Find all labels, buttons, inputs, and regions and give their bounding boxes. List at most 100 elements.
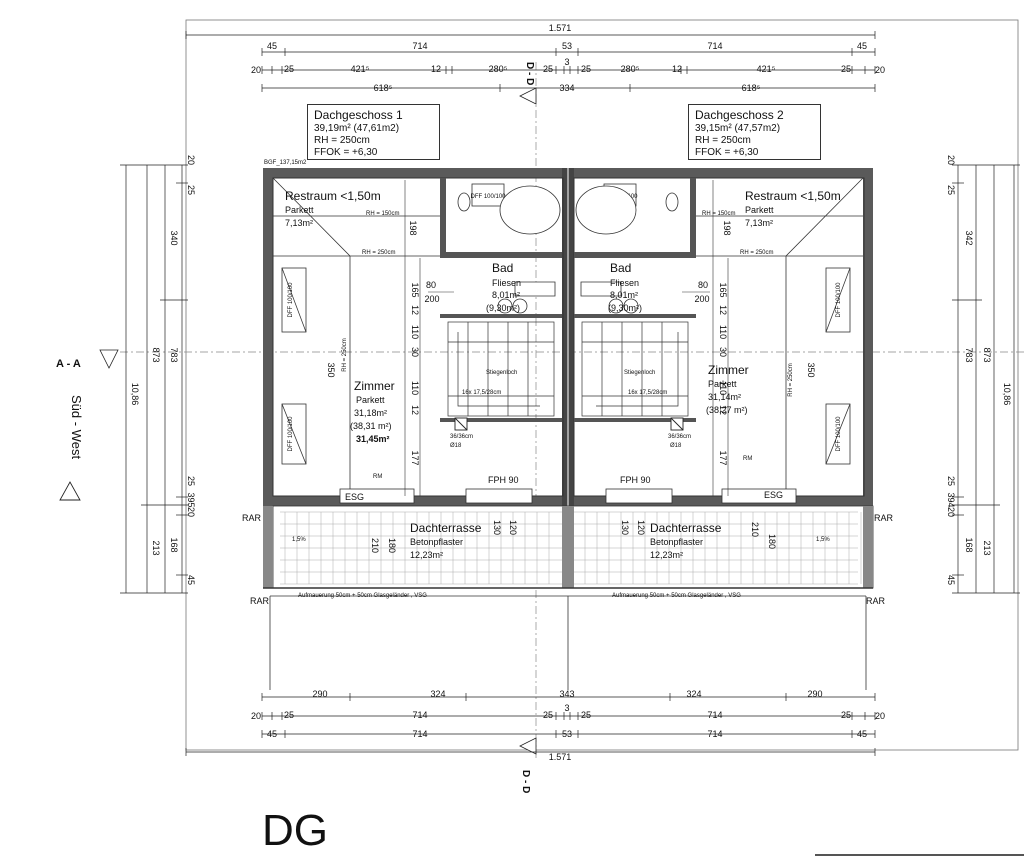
rh250-label: RH = 250cm bbox=[342, 338, 348, 372]
roof-window-label: DFF 100/100 bbox=[836, 416, 842, 452]
dim-text: 180 bbox=[387, 538, 397, 553]
dim-text: 198 bbox=[722, 220, 732, 235]
dim-text: 210 bbox=[750, 522, 760, 537]
section-label: D - D bbox=[520, 770, 531, 793]
dim-text: 45 bbox=[857, 41, 867, 51]
bad-name: Bad bbox=[610, 261, 631, 275]
bad-area-2: (9,30m²) bbox=[486, 303, 520, 313]
roof-window-label: DFF 100/100 bbox=[470, 194, 506, 200]
unit-title: Dachgeschoss 1 bbox=[314, 108, 403, 122]
dim-text: 290 bbox=[312, 689, 327, 699]
dimension-chain-right bbox=[952, 164, 1020, 594]
roof-window-label: DFF 100/100 bbox=[288, 282, 294, 318]
terrace-area: 12,23m² bbox=[410, 550, 443, 560]
zimmer-floor: Parkett bbox=[356, 395, 385, 405]
drawing-frame bbox=[185, 19, 1019, 751]
dim-top-row2: 45 714 53 714 45 bbox=[267, 41, 867, 51]
dim-top-row3: 20 25 421⁵ 12 280⁵ 25 3 25 280⁵ 12 421⁵ … bbox=[251, 57, 885, 75]
dim-bottom-total: 1.571 bbox=[549, 752, 572, 762]
esg-label: ESG bbox=[345, 492, 364, 502]
dim-text: 168 bbox=[169, 537, 179, 552]
terrace-name: Dachterrasse bbox=[650, 521, 722, 535]
dim-text: 110 bbox=[718, 381, 728, 395]
restraum-name: Restraum <1,50m bbox=[745, 189, 841, 203]
rh250-label: RH = 250cm bbox=[788, 363, 794, 397]
stair-spec-label: 16x 17,5/28cm bbox=[628, 390, 667, 396]
dim-text: 45 bbox=[267, 41, 277, 51]
dim-text: 290 bbox=[807, 689, 822, 699]
restraum-floor: Parkett bbox=[745, 205, 774, 215]
dim-text: 45 bbox=[186, 575, 196, 585]
dim-bottom-row3: 45 714 53 714 45 bbox=[267, 729, 867, 739]
dim-text: 280⁵ bbox=[621, 64, 640, 74]
dim-text: 714 bbox=[707, 729, 722, 739]
dim-text: 25 bbox=[284, 710, 294, 720]
dim-text: 394 bbox=[946, 492, 956, 507]
terrace-labels-left: Dachterrasse Betonpflaster 12,23m² 1,5% … bbox=[292, 520, 518, 560]
section-marker-dd-bottom: D - D bbox=[519, 737, 537, 793]
unit-rh: RH = 250cm bbox=[695, 135, 751, 146]
dim-text: 25 bbox=[581, 710, 591, 720]
unit-ffok: FFOK = +6,30 bbox=[314, 147, 378, 158]
fph-label: FPH 90 bbox=[620, 475, 651, 485]
dim-text: 177 bbox=[718, 450, 728, 465]
zimmer-area-2: (38,27 m²) bbox=[706, 405, 748, 415]
dim-text: 714 bbox=[412, 729, 427, 739]
room-labels-right: Restraum <1,50m Parkett 7,13m² RH = 150c… bbox=[608, 189, 841, 500]
dim-text: 45 bbox=[857, 729, 867, 739]
unit-area: 39,19m² (47,61m2) bbox=[314, 123, 400, 134]
rm-label: RM bbox=[743, 456, 752, 462]
dim-text: 120 bbox=[508, 520, 518, 535]
dim-right-outer: 10,86 bbox=[1002, 383, 1012, 406]
dim-text: 20 bbox=[186, 507, 196, 517]
dim-text: 20 bbox=[946, 507, 956, 517]
dim-text: 110 bbox=[410, 325, 420, 339]
dim-text: 25 bbox=[186, 185, 196, 195]
dim-text: 783 bbox=[964, 347, 974, 362]
bad-floor: Fliesen bbox=[610, 278, 639, 288]
dim-text: 25 bbox=[841, 64, 851, 74]
dim-text: 213 bbox=[151, 540, 161, 555]
unit-area: 39,15m² (47,57m2) bbox=[695, 123, 781, 134]
dim-text: 343 bbox=[559, 689, 574, 699]
dim-text: 180 bbox=[767, 534, 777, 549]
terrace-name: Dachterrasse bbox=[410, 521, 482, 535]
door-width: 80 bbox=[426, 280, 436, 290]
inner-dims-left bbox=[404, 180, 421, 496]
zimmer-area: 31,18m² bbox=[354, 408, 387, 418]
roof-window-label: DFF 100/100 bbox=[836, 282, 842, 318]
dim-text: 873 bbox=[982, 347, 992, 362]
restraum-area: 7,13m² bbox=[745, 218, 773, 228]
floor-label: DG bbox=[262, 806, 328, 855]
dim-text: 20 bbox=[946, 155, 956, 165]
staircase-left bbox=[447, 321, 555, 417]
unit-info-box-2: Dachgeschoss 2 39,15m² (47,57m2) RH = 25… bbox=[688, 104, 821, 160]
dim-text: 3 bbox=[564, 703, 569, 713]
dim-text: 280⁵ bbox=[489, 64, 508, 74]
dim-text: 12 bbox=[410, 305, 420, 315]
dim-text: 130 bbox=[620, 520, 630, 535]
dim-text: 30 bbox=[718, 347, 728, 357]
dim-text: 20 bbox=[875, 711, 885, 721]
rm-label: RM bbox=[373, 474, 382, 480]
dimension-chain-bottom bbox=[185, 693, 876, 756]
zimmer-total: 31,45m² bbox=[356, 434, 390, 444]
rar-label: RAR bbox=[242, 513, 262, 523]
dim-text: 334 bbox=[559, 83, 574, 93]
dim-text: 168 bbox=[964, 537, 974, 552]
dim-text: 714 bbox=[707, 41, 722, 51]
dim-text: 618⁵ bbox=[374, 83, 393, 93]
shaft-diameter: Ø18 bbox=[670, 443, 682, 449]
esg-label: ESG bbox=[764, 490, 783, 500]
railing-label-right: Aufmauerung 50cm + 50cm Glasgeländer , V… bbox=[612, 593, 741, 599]
dim-text: 25 bbox=[284, 64, 294, 74]
dim-text: 324 bbox=[430, 689, 445, 699]
dim-text: 45 bbox=[946, 575, 956, 585]
bgf-label: BGF_137,15m2 bbox=[264, 160, 307, 166]
terrace-labels-right: Dachterrasse Betonpflaster 12,23m² 1,5% … bbox=[620, 520, 830, 560]
bad-floor: Fliesen bbox=[492, 278, 521, 288]
dim-text: 20 bbox=[251, 711, 261, 721]
dim-text: 25 bbox=[946, 185, 956, 195]
dim-text: 53 bbox=[562, 41, 572, 51]
